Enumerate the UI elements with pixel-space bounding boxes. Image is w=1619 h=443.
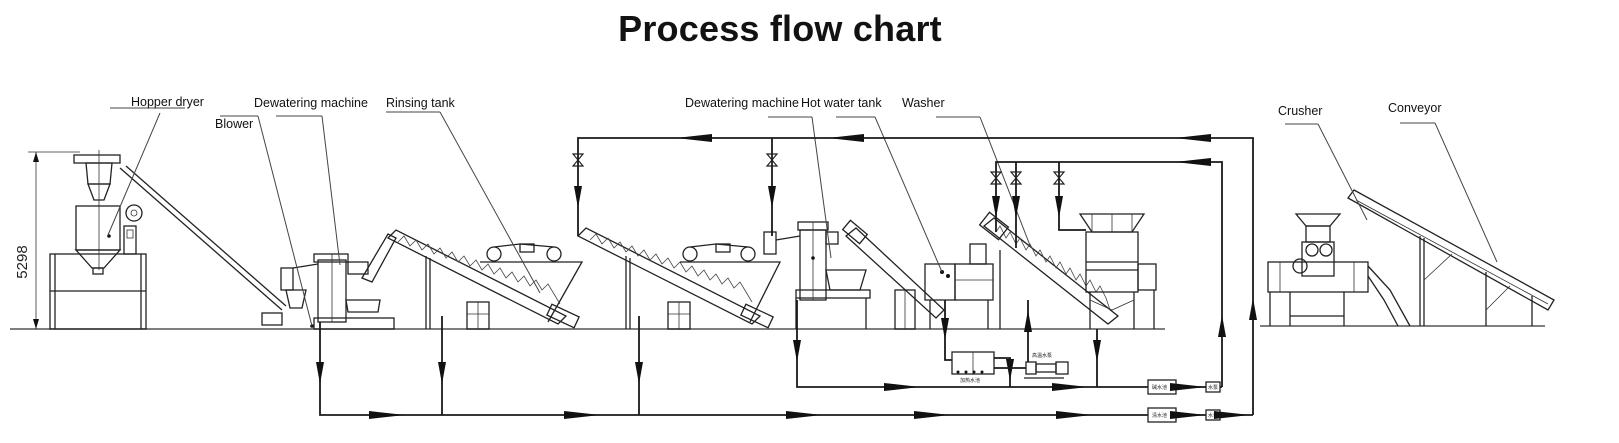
heated-water-system: 加热水池 高温水泵 bbox=[941, 300, 1069, 384]
screw-conveyor-2 bbox=[576, 227, 774, 329]
hopper-dryer-machine bbox=[49, 150, 287, 330]
arrow-left-icon bbox=[676, 134, 712, 142]
label-blower: Blower bbox=[215, 117, 253, 131]
arrow-right-icon bbox=[1170, 383, 1206, 391]
arrow-right-icon bbox=[1056, 411, 1092, 419]
arrow-up-icon bbox=[1218, 315, 1226, 337]
arrow-right-icon bbox=[1214, 411, 1250, 419]
label-heated-water-pool: 加热水池 bbox=[960, 377, 980, 384]
screw-conveyor-1 bbox=[361, 229, 580, 329]
arrow-down-icon bbox=[438, 362, 446, 384]
label-clean-water-pool: 清水池 bbox=[1152, 412, 1167, 419]
label-conveyor: Conveyor bbox=[1388, 101, 1442, 115]
arrow-down-icon bbox=[1055, 196, 1063, 218]
label-washer: Washer bbox=[902, 96, 945, 110]
arrow-down-icon bbox=[635, 362, 643, 384]
blower-machine bbox=[261, 267, 314, 328]
diagram-title: Process flow chart bbox=[618, 8, 942, 49]
arrow-down-icon bbox=[316, 362, 324, 384]
arrow-right-icon bbox=[564, 411, 600, 419]
arrow-left-icon bbox=[828, 134, 864, 142]
arrow-left-icon bbox=[1175, 158, 1211, 166]
height-dimension: 5298 bbox=[14, 151, 80, 329]
alkali-water-supply-pipe bbox=[990, 158, 1226, 387]
rinsing-tank-2 bbox=[667, 243, 782, 330]
arrow-down-icon bbox=[1012, 196, 1020, 218]
dewatering-machine-1 bbox=[292, 253, 395, 330]
washer-machine bbox=[978, 211, 1120, 329]
shredder-machine bbox=[1078, 213, 1157, 329]
label-pump-1: 水泵 bbox=[1208, 384, 1218, 391]
label-hot-water-tank: Hot water tank bbox=[801, 96, 882, 110]
label-high-temp-pump: 高温水泵 bbox=[1032, 352, 1052, 359]
hot-water-tank-machine bbox=[924, 243, 994, 329]
arrow-right-icon bbox=[884, 383, 920, 391]
label-crusher: Crusher bbox=[1278, 104, 1322, 118]
arrow-down-icon bbox=[1093, 340, 1101, 362]
label-alkali-water-pool: 碱水池 bbox=[1152, 384, 1167, 391]
crusher-machine bbox=[1267, 213, 1411, 327]
label-rinsing-tank: Rinsing tank bbox=[386, 96, 456, 110]
label-dewatering-machine-1: Dewatering machine bbox=[254, 96, 368, 110]
arrow-right-icon bbox=[786, 411, 822, 419]
arrow-right-icon bbox=[1170, 411, 1206, 419]
dimension-value: 5298 bbox=[14, 245, 31, 278]
arrow-down-icon bbox=[793, 340, 801, 362]
belt-conveyor-machine bbox=[1347, 189, 1555, 326]
arrow-right-icon bbox=[369, 411, 405, 419]
label-dewatering-machine-2: Dewatering machine bbox=[685, 96, 799, 110]
label-pump-2: 水泵 bbox=[1208, 412, 1218, 419]
arrow-down-icon bbox=[574, 186, 582, 208]
arrow-left-icon bbox=[1175, 134, 1211, 142]
arrow-down-icon bbox=[768, 186, 776, 208]
arrow-up-icon bbox=[1024, 310, 1032, 332]
inclined-conveyor-3 bbox=[841, 219, 945, 330]
rinsing-tank-1 bbox=[466, 243, 584, 330]
arrow-right-icon bbox=[1052, 383, 1088, 391]
clean-water-return-pipe: 清水池 水泵 bbox=[316, 316, 1253, 423]
arrow-up-icon bbox=[1249, 298, 1257, 320]
alkali-water-return-pipe: 碱水池 水泵 bbox=[793, 300, 1222, 395]
label-hopper-dryer: Hopper dryer bbox=[131, 95, 204, 109]
clean-water-supply-pipe bbox=[572, 134, 1257, 415]
arrow-right-icon bbox=[914, 411, 950, 419]
dewatering-machine-2 bbox=[763, 221, 871, 329]
labels: Hopper dryer Blower Dewatering machine R… bbox=[107, 95, 1498, 327]
